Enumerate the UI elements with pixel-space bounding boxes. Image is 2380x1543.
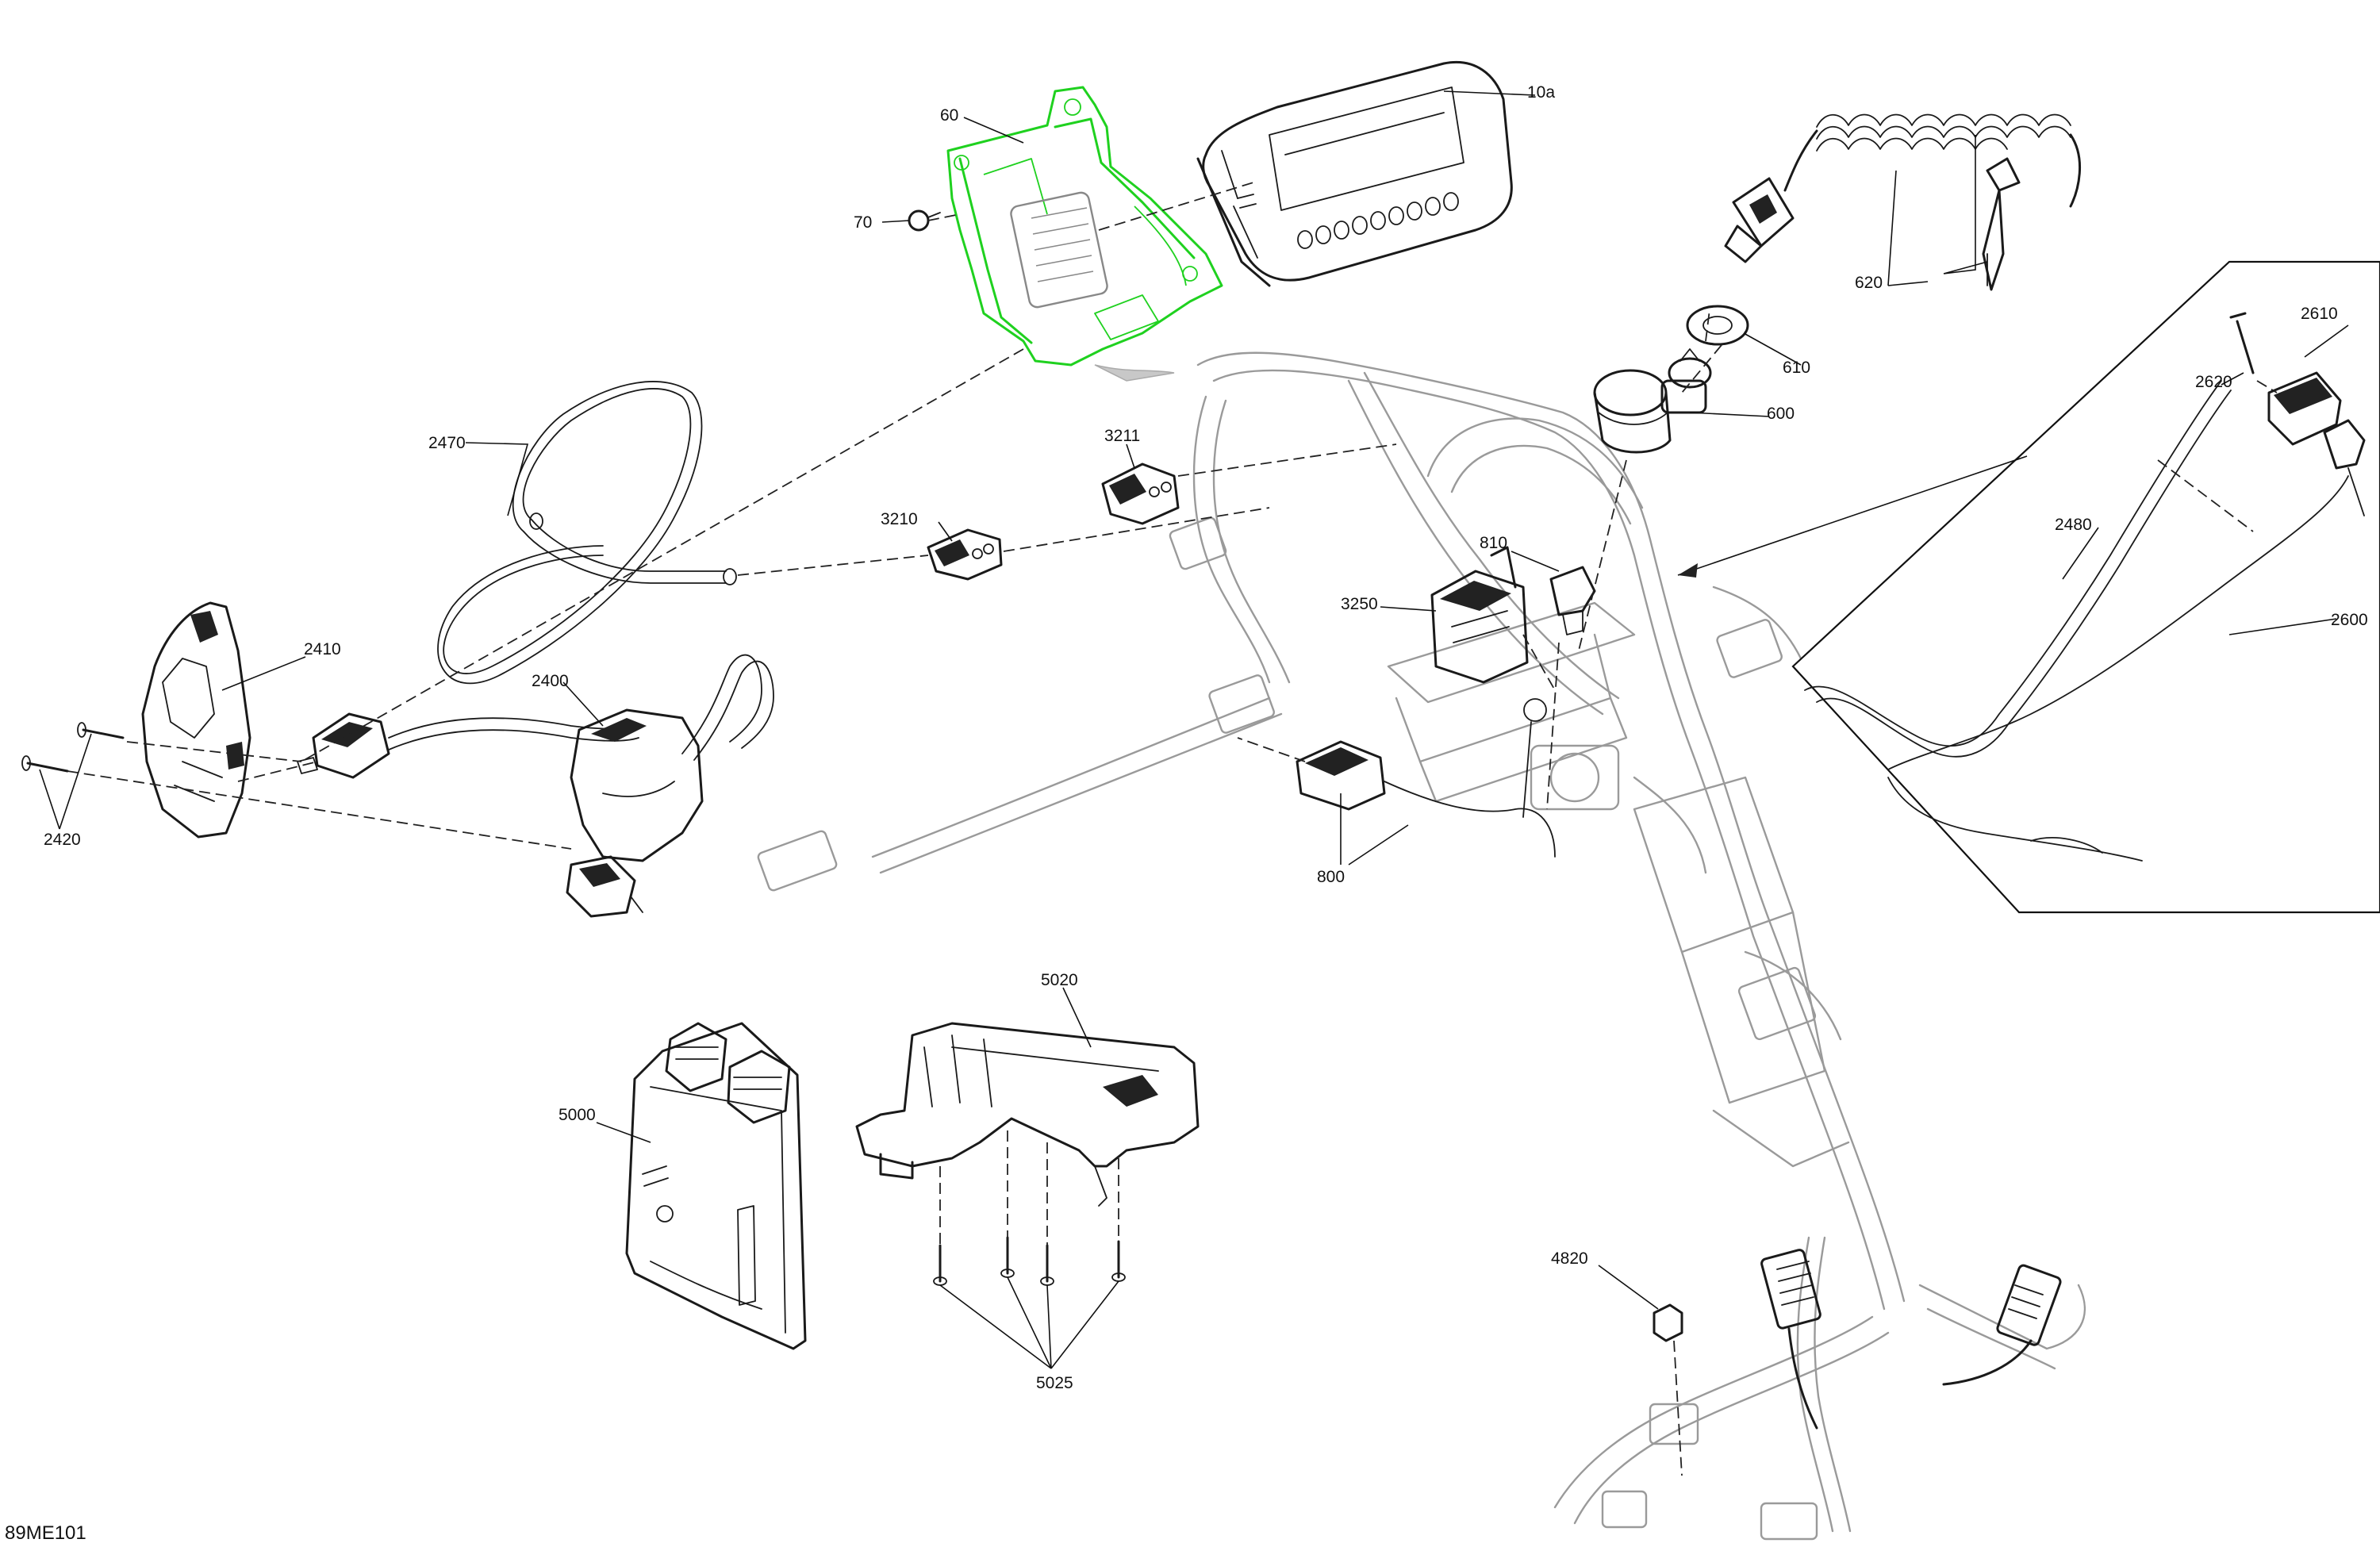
nut-part-610 xyxy=(1686,305,1749,346)
leader-lines xyxy=(39,90,2349,1369)
screws-part-2420 xyxy=(21,722,125,773)
part-labels: 10a 60 70 620 610 600 2610 2620 2480 260… xyxy=(44,83,2368,1392)
label-70: 70 xyxy=(854,213,872,232)
plug-part-810 xyxy=(1549,566,1596,635)
connector-part-3211 xyxy=(1101,463,1180,525)
housing-part-2410 xyxy=(141,601,251,839)
key-switch-part-600 xyxy=(1593,348,1712,454)
nut-part-4820 xyxy=(1653,1303,1683,1342)
connector-part-3210 xyxy=(927,528,1003,581)
gauge-cluster-part-10a xyxy=(1196,61,1513,287)
bracket-part-60 xyxy=(946,86,1223,382)
label-810: 810 xyxy=(1480,534,1507,552)
label-2620: 2620 xyxy=(2195,373,2232,391)
ecm-part-5000 xyxy=(625,1022,807,1350)
label-10a: 10a xyxy=(1527,83,1555,102)
label-4820: 4820 xyxy=(1551,1249,1588,1268)
label-3250: 3250 xyxy=(1341,595,1378,613)
screw-part-70 xyxy=(908,209,941,232)
screws-part-5025 xyxy=(933,1236,1126,1286)
label-5020: 5020 xyxy=(1041,971,1078,989)
label-60: 60 xyxy=(940,106,958,125)
reference-code: 89ME101 xyxy=(5,1522,86,1543)
relay-box-part-3250 xyxy=(1430,546,1529,684)
label-2610: 2610 xyxy=(2301,305,2338,323)
label-2480: 2480 xyxy=(2055,516,2092,534)
label-2420: 2420 xyxy=(44,831,81,849)
label-2410: 2410 xyxy=(304,640,341,658)
label-600: 600 xyxy=(1767,405,1795,423)
label-2400: 2400 xyxy=(532,672,569,690)
ecm-cover-part-5020 xyxy=(855,1022,1200,1207)
label-5000: 5000 xyxy=(559,1106,596,1124)
label-800: 800 xyxy=(1317,868,1345,886)
cluster-buttons xyxy=(1297,192,1459,249)
label-3211: 3211 xyxy=(1104,427,1140,445)
lanyard-part-620 xyxy=(1724,113,2082,291)
label-620: 620 xyxy=(1855,274,1883,292)
connector-part-800 xyxy=(1296,698,1556,858)
label-2470: 2470 xyxy=(428,434,466,452)
label-5025: 5025 xyxy=(1036,1374,1073,1392)
main-wiring-harness xyxy=(757,351,2086,1541)
label-610: 610 xyxy=(1783,359,1810,377)
label-2600: 2600 xyxy=(2331,611,2368,629)
hose-part-2470 xyxy=(437,381,737,685)
inset-detail-box xyxy=(1677,260,2380,914)
label-3210: 3210 xyxy=(881,510,918,528)
handlebar-switch-part-2400 xyxy=(297,654,774,918)
assembly-dashed-lines xyxy=(67,182,2254,1476)
